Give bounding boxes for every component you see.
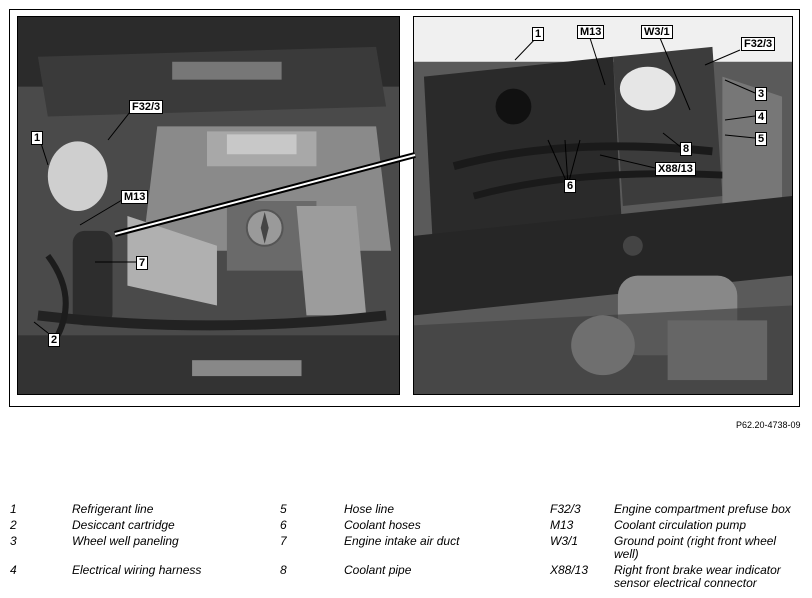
legend-key: 5 bbox=[280, 502, 287, 516]
callout-label: F32/3 bbox=[741, 37, 776, 51]
figure-reference-code: P62.20-4738-09 bbox=[736, 420, 801, 430]
legend-key: 4 bbox=[10, 563, 17, 577]
legend-text: Refrigerant line bbox=[72, 502, 154, 516]
callout-label: F32/3 bbox=[129, 100, 164, 114]
legend-text: Hose line bbox=[344, 502, 395, 516]
legend-text: Desiccant cartridge bbox=[72, 518, 175, 532]
callout-label: 1 bbox=[31, 131, 44, 145]
legend-key: 7 bbox=[280, 534, 287, 548]
legend-key: 2 bbox=[10, 518, 17, 532]
callout-label: M13 bbox=[577, 25, 605, 39]
legend-text: Coolant pipe bbox=[344, 563, 412, 577]
legend-text: Coolant circulation pump bbox=[614, 518, 747, 532]
legend-text: Coolant hoses bbox=[344, 518, 421, 532]
legend-text: Wheel well paneling bbox=[72, 534, 179, 548]
legend-key: M13 bbox=[550, 518, 574, 532]
legend-text: Right front brake wear indicator sensor … bbox=[614, 563, 781, 590]
callout-label: X88/13 bbox=[655, 162, 696, 176]
legend-text: Engine intake air duct bbox=[344, 534, 460, 548]
wheel-well-detail-photo bbox=[413, 16, 793, 395]
legend-text: Engine compartment prefuse box bbox=[614, 502, 791, 516]
legend-text: Electrical wiring harness bbox=[72, 563, 202, 577]
legend-key: 6 bbox=[280, 518, 287, 532]
wheel-well-detail-illustration bbox=[414, 17, 792, 394]
legend-text: Ground point (right front wheel well) bbox=[614, 534, 777, 561]
legend-key: 3 bbox=[10, 534, 17, 548]
callout-label: 3 bbox=[755, 87, 768, 101]
callout-label: M13 bbox=[121, 190, 149, 204]
legend-key: W3/1 bbox=[550, 534, 579, 548]
legend-key: X88/13 bbox=[550, 563, 589, 577]
callout-label: 2 bbox=[48, 333, 61, 347]
callout-label: 8 bbox=[680, 142, 693, 156]
callout-label: 7 bbox=[136, 256, 149, 270]
callout-label: 1 bbox=[532, 27, 545, 41]
legend-key: 1 bbox=[10, 502, 17, 516]
engine-compartment-photo bbox=[17, 16, 400, 395]
legend-key: 8 bbox=[280, 563, 287, 577]
legend-key: F32/3 bbox=[550, 502, 581, 516]
callout-label: 4 bbox=[755, 110, 768, 124]
engine-compartment-illustration bbox=[18, 17, 399, 394]
callout-label: 5 bbox=[755, 132, 768, 146]
callout-label: W3/1 bbox=[641, 25, 673, 39]
callout-label: 6 bbox=[564, 179, 577, 193]
